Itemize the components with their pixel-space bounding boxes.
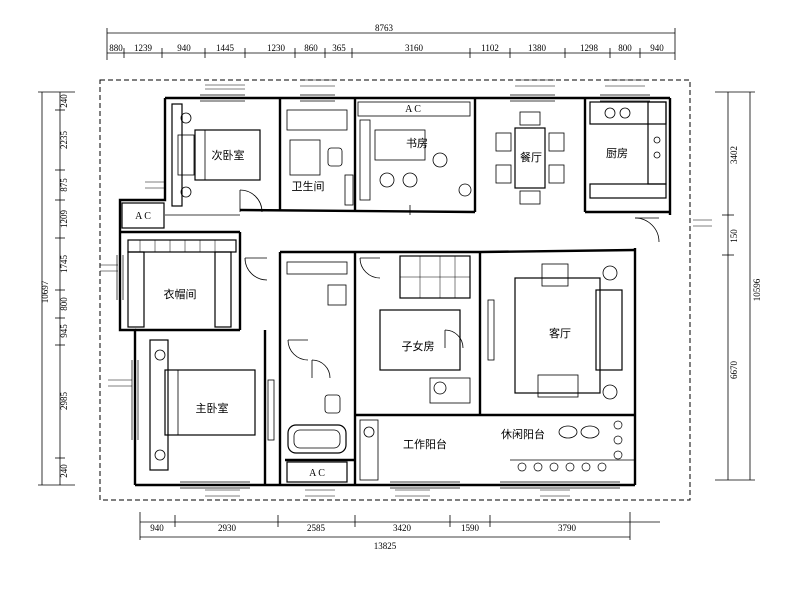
dim-bottom-total: 13825 — [374, 541, 397, 551]
dim-left-0: 240 — [59, 94, 69, 108]
kitchen: 厨房 — [589, 101, 667, 199]
dim-right-0: 3402 — [729, 146, 739, 164]
ac-box-left: A C — [121, 202, 240, 229]
top-dimension-chain: 8763 880 1239 940 1445 1230 860 365 3160… — [106, 23, 676, 60]
dim-top-11: 800 — [618, 43, 632, 53]
room-second-bedroom: 次卧室 — [212, 148, 245, 162]
bottom-dimension-chain: 940 2930 2585 3420 1590 3790 13825 — [139, 512, 660, 551]
ac-label-bottom: A C — [309, 468, 325, 479]
cloakroom: 衣帽间 — [127, 239, 237, 328]
dim-top-12: 940 — [650, 43, 664, 53]
dining: 餐厅 — [495, 111, 565, 205]
room-leisure-balcony: 休闲阳台 — [501, 427, 545, 441]
dim-bottom-4: 1590 — [461, 523, 480, 533]
dim-right-total: 10596 — [752, 278, 762, 301]
right-dimension-chain: 3402 150 6670 10596 — [715, 91, 762, 481]
dim-left-2: 875 — [59, 178, 69, 192]
dim-top-1: 1239 — [134, 43, 153, 53]
room-kitchen: 厨房 — [606, 147, 628, 160]
plan-boundary — [99, 79, 691, 501]
dim-left-7: 2985 — [59, 392, 69, 411]
bathroom: 卫生间 — [286, 109, 354, 206]
dim-right-2: 6670 — [729, 361, 739, 380]
dim-top-4: 1230 — [267, 43, 286, 53]
dim-left-1: 2235 — [59, 131, 69, 150]
dim-top-7: 3160 — [405, 43, 424, 53]
dim-top-2: 940 — [177, 43, 191, 53]
dim-bottom-3: 3420 — [393, 523, 412, 533]
ac-label-left: A C — [135, 211, 151, 222]
room-cloakroom: 衣帽间 — [164, 287, 197, 301]
dim-top-0: 880 — [109, 43, 123, 53]
dim-left-4: 1745 — [59, 255, 69, 274]
dim-top-3: 1445 — [216, 43, 235, 53]
dim-left-8: 240 — [59, 464, 69, 478]
dim-top-6: 365 — [332, 43, 346, 53]
study: A C 书房 — [357, 101, 472, 215]
dim-bottom-1: 2930 — [218, 523, 237, 533]
dim-left-3: 1209 — [59, 210, 69, 229]
room-bathroom: 卫生间 — [292, 179, 325, 193]
dim-bottom-5: 3790 — [558, 523, 577, 533]
kids-room: 子女房 — [379, 255, 495, 404]
left-dimension-chain: 240 2235 875 1209 1745 800 945 2985 240 … — [38, 91, 75, 486]
living-room: 客厅 — [514, 263, 623, 400]
room-dining: 餐厅 — [520, 150, 542, 164]
dim-top-5: 860 — [304, 43, 318, 53]
detail-tags — [100, 79, 712, 497]
dim-top-9: 1380 — [528, 43, 547, 53]
dim-right-1: 150 — [729, 229, 739, 243]
dim-left-5: 800 — [59, 297, 69, 311]
dim-bottom-0: 940 — [150, 523, 164, 533]
balconies: 工作阳台 休闲阳台 — [359, 419, 635, 481]
room-kids: 子女房 — [402, 339, 435, 353]
dim-top-10: 1298 — [580, 43, 599, 53]
ac-box-bottom: A C — [286, 461, 348, 483]
second-bedroom: 次卧室 — [171, 103, 261, 207]
windows — [116, 94, 650, 489]
dim-top-total: 8763 — [375, 23, 394, 33]
dim-left-total: 10697 — [40, 280, 50, 303]
room-living: 客厅 — [549, 326, 571, 340]
dim-top-8: 1102 — [481, 43, 499, 53]
room-study: 书房 — [406, 137, 428, 150]
dim-left-6: 945 — [59, 324, 69, 338]
walls — [118, 96, 672, 487]
room-master-bedroom: 主卧室 — [196, 401, 229, 415]
dim-bottom-2: 2585 — [307, 523, 326, 533]
master-bedroom: 主卧室 — [149, 339, 275, 471]
master-bath — [286, 261, 348, 454]
room-work-balcony: 工作阳台 — [403, 437, 447, 451]
ac-label-study: A C — [405, 104, 421, 115]
doors — [239, 189, 660, 379]
